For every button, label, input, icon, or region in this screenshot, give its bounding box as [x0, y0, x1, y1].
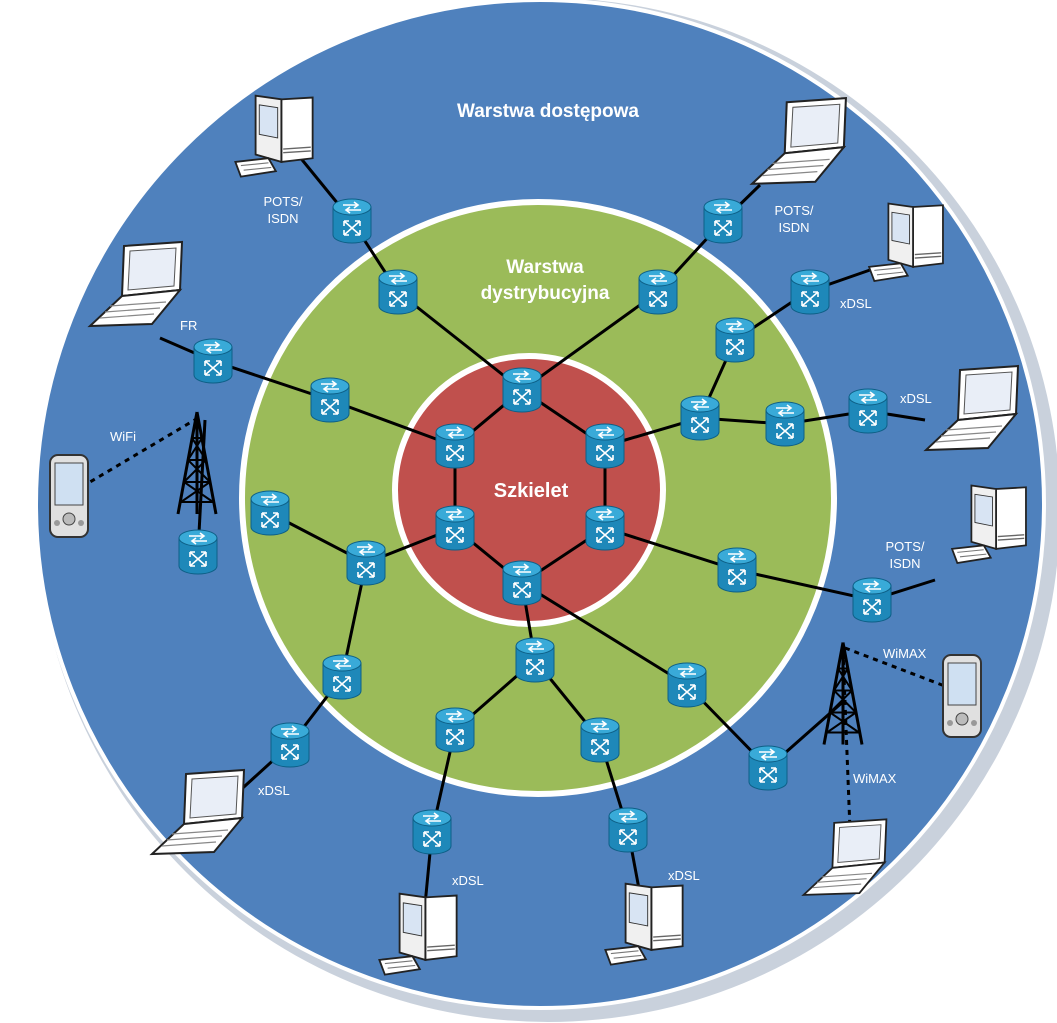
router-icon — [748, 745, 788, 791]
label-pots-ne-line2: ISDN — [778, 220, 809, 235]
router-icon — [703, 198, 743, 244]
router-icon — [435, 505, 475, 551]
router-icon — [638, 269, 678, 315]
router-icon — [680, 395, 720, 441]
distribution-layer-title-line2: dystrybucyjna — [481, 283, 610, 304]
label-xdsl-e: xDSL — [900, 391, 932, 406]
router-icon — [435, 707, 475, 753]
connection-labels: POTS/ ISDN POTS/ ISDN POTS/ ISDN xDSL xD… — [110, 194, 932, 888]
router-icon — [580, 717, 620, 763]
router-icon — [378, 269, 418, 315]
router-icon — [502, 367, 542, 413]
label-pots-e-line2: ISDN — [889, 556, 920, 571]
router-icon — [765, 401, 805, 447]
distribution-layer-title-line1: Warstwa — [506, 257, 584, 278]
router-icon — [667, 662, 707, 708]
router-icon — [515, 637, 555, 683]
label-pots-nw-line1: POTS/ — [263, 194, 302, 209]
label-wimax-1: WiMAX — [883, 646, 927, 661]
label-pots-ne-line1: POTS/ — [774, 203, 813, 218]
router-icon — [608, 807, 648, 853]
router-icon — [332, 198, 372, 244]
router-icon — [715, 317, 755, 363]
router-icon — [585, 505, 625, 551]
router-icon — [435, 423, 475, 469]
router-icon — [310, 377, 350, 423]
label-pots-e-line1: POTS/ — [885, 539, 924, 554]
router-icon — [346, 540, 386, 586]
label-xdsl-s1: xDSL — [452, 873, 484, 888]
router-icon — [790, 269, 830, 315]
access-layer-title: Warstwa dostępowa — [457, 101, 639, 122]
router-icon — [848, 388, 888, 434]
router-icon — [502, 560, 542, 606]
router-icon — [270, 722, 310, 768]
label-fr: FR — [180, 318, 197, 333]
router-icon — [717, 547, 757, 593]
pda-icon — [941, 653, 983, 739]
router-icon — [322, 654, 362, 700]
label-xdsl-s2: xDSL — [668, 868, 700, 883]
label-pots-nw-line2: ISDN — [267, 211, 298, 226]
label-xdsl-ne: xDSL — [840, 296, 872, 311]
router-icon — [193, 338, 233, 384]
router-icon — [852, 577, 892, 623]
router-icon — [585, 423, 625, 469]
pda-icon — [48, 453, 90, 539]
label-wifi: WiFi — [110, 429, 136, 444]
core-layer-title: Szkielet — [494, 480, 569, 502]
router-icon — [178, 529, 218, 575]
router-icon — [250, 490, 290, 536]
router-icon — [412, 809, 452, 855]
label-xdsl-sw: xDSL — [258, 783, 290, 798]
label-wimax-2: WiMAX — [853, 771, 897, 786]
